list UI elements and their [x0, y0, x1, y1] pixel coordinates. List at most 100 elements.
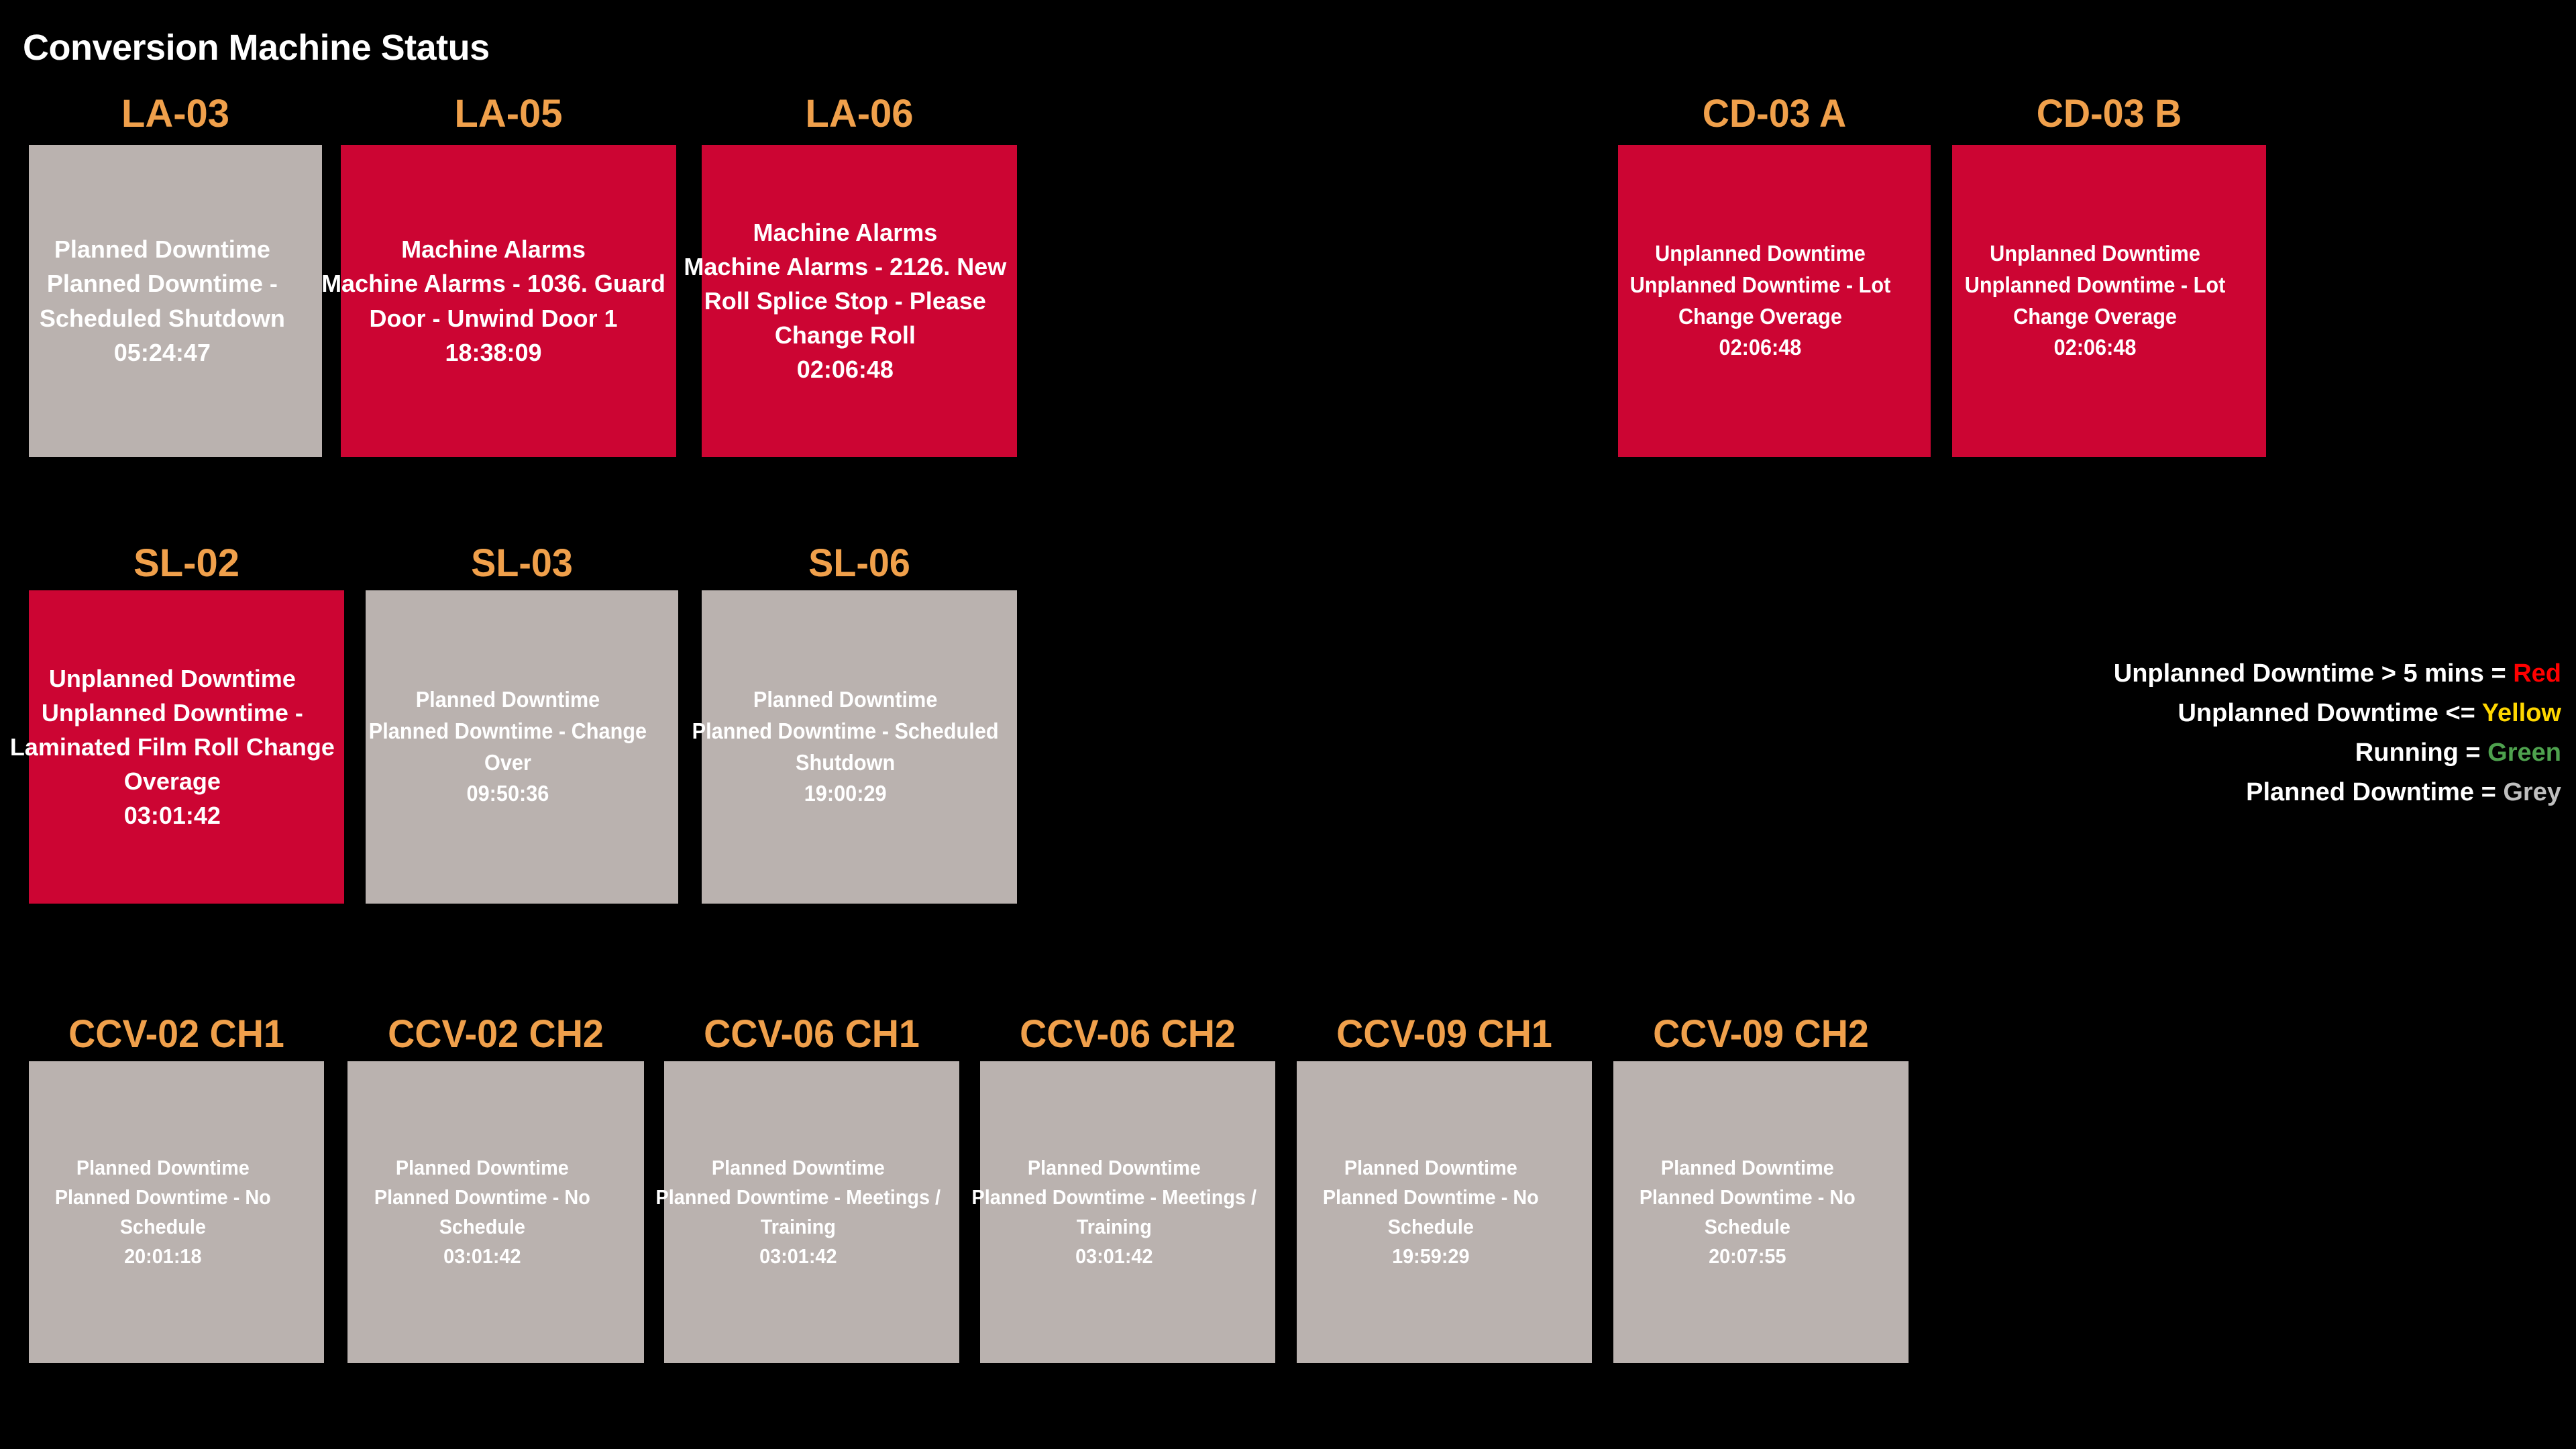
machine-reason: Machine Alarms - 1036. Guard Door - Unwi… [321, 270, 665, 332]
machine-state: Planned Downtime [712, 1155, 885, 1179]
machine-reason: Unplanned Downtime - Laminated Film Roll… [9, 698, 335, 796]
machine-tile-label: CCV-02 CH1 [68, 1012, 284, 1056]
machine-reason: Planned Downtime - Scheduled Shutdown [692, 718, 999, 775]
machine-state: Unplanned Downtime [1990, 240, 2200, 266]
machine-reason: Unplanned Downtime - Lot Change Overage [1629, 272, 1891, 329]
machine-reason: Planned Downtime - No Schedule [1323, 1185, 1540, 1238]
machine-tile-label: LA-03 [121, 92, 230, 136]
machine-reason: Planned Downtime - Scheduled Shutdown [39, 270, 285, 332]
machine-duration: 02:06:48 [2053, 335, 2137, 360]
machine-tile-label: LA-06 [805, 92, 914, 136]
legend-condition-text: Unplanned Downtime <= [2178, 699, 2482, 727]
machine-state: Planned Downtime [396, 1155, 570, 1179]
machine-state: Unplanned Downtime [1655, 240, 1866, 266]
machine-tile-label: SL-06 [808, 541, 910, 585]
machine-tile-label: LA-05 [454, 92, 563, 136]
machine-state: Planned Downtime [753, 686, 938, 712]
legend-condition-text: Unplanned Downtime > 5 mins = [2113, 659, 2514, 688]
machine-state: Planned Downtime [54, 235, 270, 264]
machine-reason: Planned Downtime - Change Over [368, 718, 647, 775]
machine-tile-label: CCV-09 CH1 [1336, 1012, 1552, 1056]
machine-state: Planned Downtime [1344, 1155, 1518, 1179]
machine-reason: Machine Alarms - 2126. New Roll Splice S… [684, 252, 1007, 350]
legend-row: Planned Downtime = Grey [2114, 773, 2561, 812]
machine-duration: 20:07:55 [1709, 1244, 1786, 1269]
machine-reason: Planned Downtime - Meetings / Training [655, 1185, 941, 1238]
machine-state: Unplanned Downtime [48, 664, 296, 692]
legend-condition-text: Running = [2355, 739, 2488, 767]
machine-tile-label: CD-03 B [2036, 92, 2182, 136]
machine-duration: 05:24:47 [113, 338, 211, 366]
legend-condition-text: Planned Downtime = [2246, 778, 2504, 806]
legend-row: Unplanned Downtime <= Yellow [2114, 694, 2561, 733]
legend-color-keyword: Grey [2503, 778, 2561, 806]
machine-tile-label: CCV-06 CH2 [1020, 1012, 1236, 1056]
machine-tile-label: CCV-06 CH1 [704, 1012, 920, 1056]
machine-duration: 18:38:09 [445, 338, 542, 366]
machine-state: Machine Alarms [401, 235, 586, 264]
machine-tile-label: SL-02 [133, 541, 239, 585]
machine-duration: 02:06:48 [796, 356, 894, 384]
machine-duration: 02:06:48 [1719, 335, 1802, 360]
machine-duration: 03:01:42 [759, 1244, 837, 1269]
machine-reason: Planned Downtime - No Schedule [374, 1185, 591, 1238]
machine-duration: 03:01:42 [123, 802, 221, 830]
machine-duration: 19:00:29 [804, 781, 887, 806]
page-title: Conversion Machine Status [23, 28, 490, 68]
legend-row: Unplanned Downtime > 5 mins = Red [2114, 654, 2561, 694]
legend-row: Running = Green [2114, 733, 2561, 773]
machine-reason: Planned Downtime - Meetings / Training [971, 1185, 1257, 1238]
machine-tile-label: CCV-02 CH2 [388, 1012, 604, 1056]
machine-state: Planned Downtime [76, 1155, 250, 1179]
machine-tile-label: CD-03 A [1702, 92, 1847, 136]
machine-duration: 09:50:36 [466, 781, 549, 806]
legend-color-keyword: Yellow [2481, 699, 2561, 727]
machine-state: Planned Downtime [1661, 1155, 1835, 1179]
machine-duration: 03:01:42 [1075, 1244, 1153, 1269]
legend-color-keyword: Red [2513, 659, 2561, 688]
machine-duration: 19:59:29 [1392, 1244, 1470, 1269]
legend-color-keyword: Green [2487, 739, 2561, 767]
